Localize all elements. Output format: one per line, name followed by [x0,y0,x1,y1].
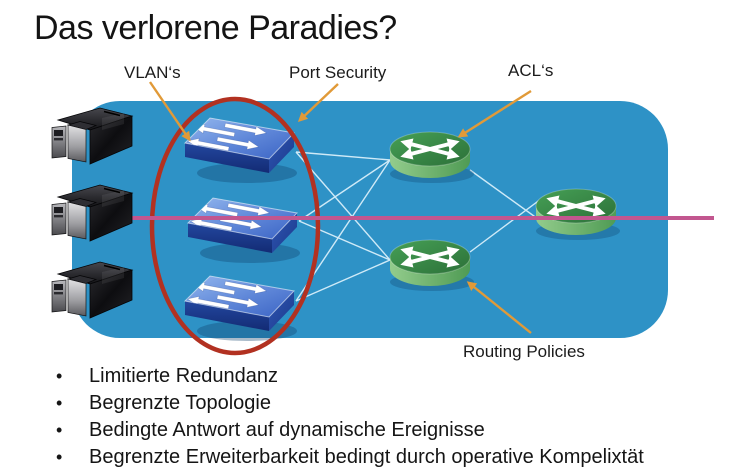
port-security-arrow [297,83,339,122]
bullet-glyph: • [56,447,63,467]
slide-title: Das verlorene Paradies? [34,9,397,47]
bullet-glyph: • [56,420,63,440]
bullet-text: Begrenzte Topologie [89,392,271,414]
label-port-security: Port Security [289,63,387,82]
bullet-glyph: • [56,393,63,413]
bullet-text: Bedingte Antwort auf dynamische Ereignis… [89,419,485,441]
label-acls: ACL‘s [508,61,554,80]
bullet-item: • Begrenzte Topologie [56,391,271,415]
router-icon [536,189,620,240]
bullet-item: • Bedingte Antwort auf dynamische Ereign… [56,418,485,442]
label-vlans: VLAN‘s [124,63,181,82]
router-icon [390,132,474,183]
vlans-arrow [149,81,191,142]
bullet-text: Begrenzte Erweiterbarkeit bedingt durch … [89,446,644,468]
label-routing-policies: Routing Policies [463,342,585,361]
bullet-item: • Begrenzte Erweiterbarkeit bedingt durc… [56,445,644,469]
router-icon [390,240,474,291]
mesh-links [295,151,546,302]
bullet-item: • Limitierte Redundanz [56,364,278,388]
vlan-highlight-ellipse [149,96,321,356]
bullet-glyph: • [56,366,63,386]
bullet-text: Limitierte Redundanz [89,365,278,387]
routing-policies-arrow [466,281,532,334]
acls-arrow [457,89,532,138]
